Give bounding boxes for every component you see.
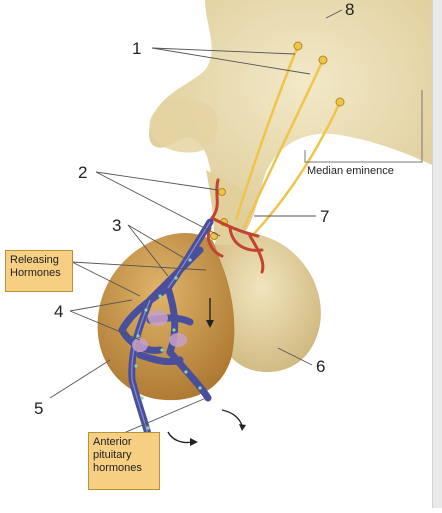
label-6: 6	[316, 357, 326, 376]
label-1: 1	[132, 39, 142, 58]
neuron-body	[318, 55, 328, 65]
median-eminence-label: Median eminence	[307, 165, 394, 177]
leader-lines	[49, 9, 343, 451]
hypothalamus-lobe	[149, 98, 218, 153]
median-eminence-bracket	[304, 90, 423, 163]
flow-arrow	[167, 298, 243, 444]
scrollbar[interactable]	[432, 0, 442, 508]
label-4: 4	[54, 302, 64, 321]
label-2: 2	[78, 163, 88, 182]
label-7: 7	[320, 207, 330, 226]
neuron-terminal	[218, 188, 226, 196]
posterior-lobe	[212, 232, 321, 373]
capillary-granules	[134, 258, 202, 430]
anterior-pituitary-hormones-box: Anterior pituitary hormones	[88, 432, 160, 490]
anterior-pituitary-hormones-line: pituitary	[93, 449, 132, 461]
hypophyseal-artery	[206, 178, 265, 274]
releasing-hormones-box: Releasing Hormones	[5, 250, 73, 292]
releasing-hormones-line: Hormones	[10, 267, 61, 279]
label-5: 5	[34, 399, 44, 418]
hypothalamic-neurons	[234, 45, 342, 237]
label-3: 3	[112, 216, 122, 235]
anterior-pituitary-hormones-line: Anterior	[93, 436, 132, 448]
label-8: 8	[345, 0, 355, 19]
neuron-body	[335, 97, 345, 107]
neuron-body	[293, 41, 303, 51]
anterior-pituitary-hormones-line: hormones	[93, 462, 142, 474]
arrowheads	[190, 320, 246, 446]
releasing-hormones-line: Releasing	[10, 254, 59, 266]
neuron-terminal	[210, 232, 218, 240]
secretory-cells	[132, 310, 187, 352]
